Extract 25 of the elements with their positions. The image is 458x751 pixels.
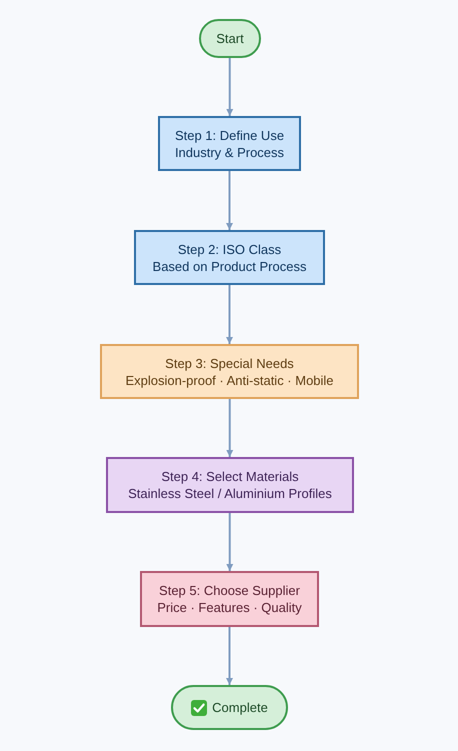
arrow bbox=[226, 627, 233, 685]
step-title: Step 1: Define Use bbox=[174, 126, 284, 144]
arrow bbox=[226, 513, 234, 571]
step-title: Step 3: Special Needs bbox=[165, 354, 294, 372]
arrow bbox=[226, 58, 234, 116]
terminal-pill bbox=[199, 19, 261, 58]
terminal-pill bbox=[171, 685, 288, 730]
step-detail: Price · Features · Quality bbox=[157, 599, 302, 616]
terminal-label: Complete bbox=[212, 699, 268, 716]
step-title: Step 5: Choose Supplier bbox=[159, 582, 300, 599]
step-detail: Explosion-proof · Anti-static · Mobile bbox=[125, 372, 334, 388]
step-detail: Industry & Process bbox=[174, 144, 284, 160]
arrow bbox=[226, 285, 233, 344]
arrow bbox=[226, 171, 233, 230]
step-detail: Stainless Steel / Aluminium Profiles bbox=[128, 485, 332, 502]
terminal-label: Start bbox=[216, 30, 244, 47]
process-box bbox=[158, 116, 301, 171]
process-box bbox=[100, 344, 359, 399]
process-box bbox=[134, 230, 325, 285]
arrow bbox=[226, 399, 234, 457]
process-box bbox=[106, 457, 354, 513]
step-detail: Based on Product Process bbox=[152, 258, 306, 274]
step-title: Step 2: ISO Class bbox=[178, 240, 282, 258]
step-title: Step 4: Select Materials bbox=[161, 468, 299, 485]
process-box bbox=[140, 571, 319, 627]
